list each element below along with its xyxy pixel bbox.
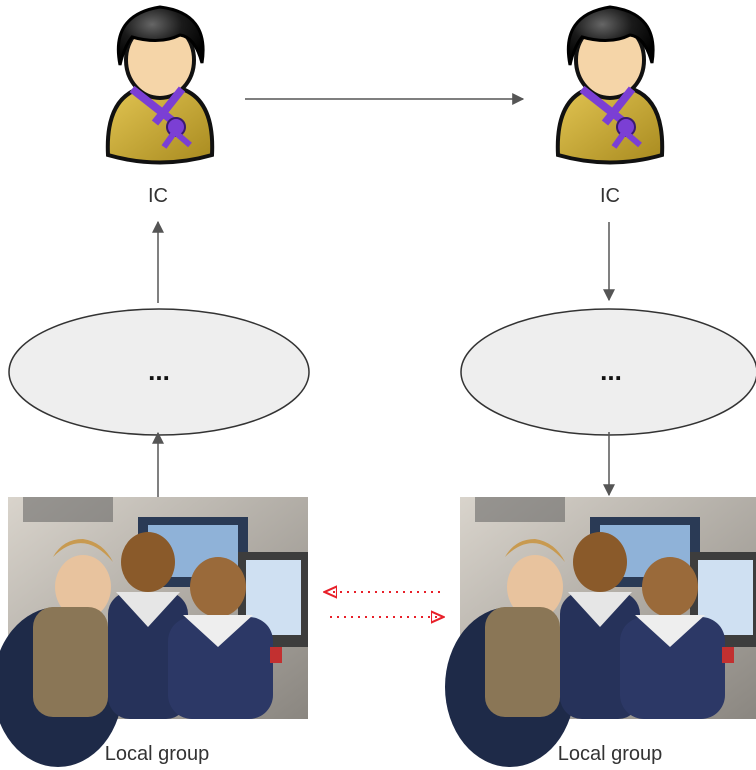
ic-left-person-icon [108, 7, 212, 163]
group-right-label: Local group [558, 743, 663, 765]
ellipse-left-label: ... [148, 356, 170, 386]
ic-right-person-icon [558, 7, 662, 163]
ellipse-right-label: ... [600, 356, 622, 386]
group-right-photo [445, 497, 756, 767]
group-left-photo [0, 497, 308, 767]
ic-right-label: IC [600, 185, 620, 207]
group-left-label: Local group [105, 743, 210, 765]
ic-left-label: IC [148, 185, 168, 207]
